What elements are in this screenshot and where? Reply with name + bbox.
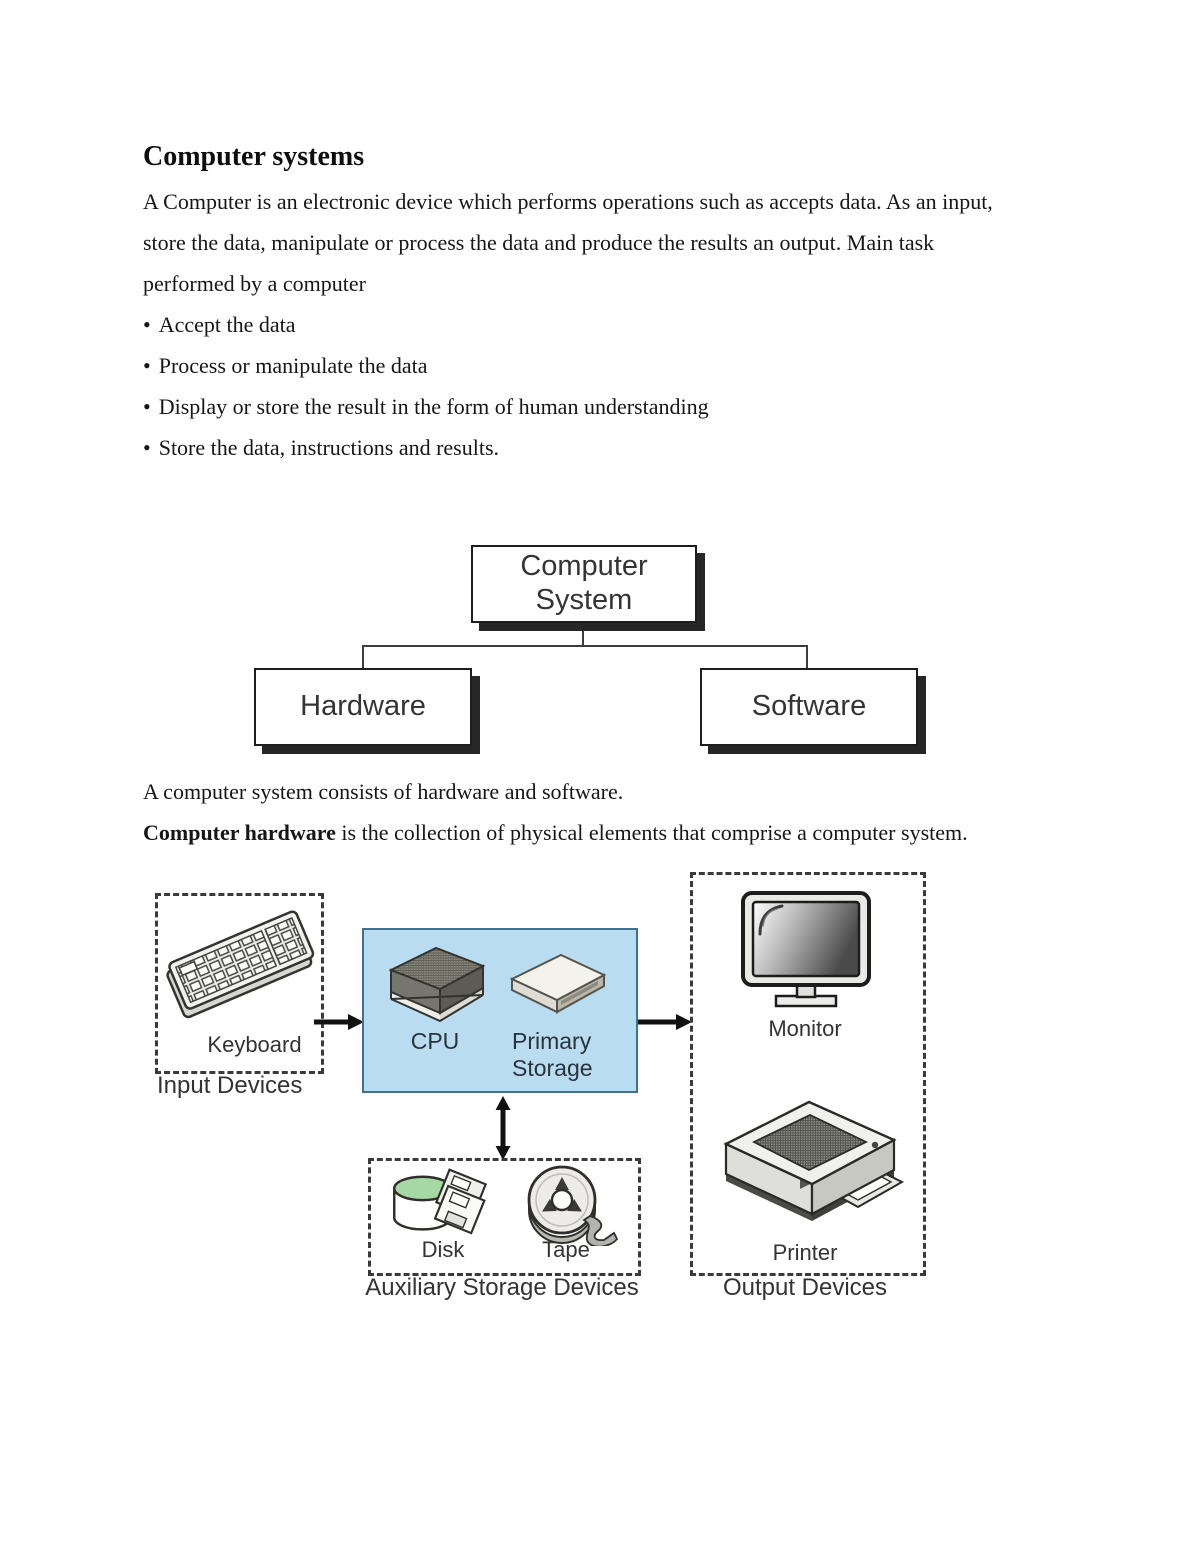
tape-label: Tape <box>542 1237 590 1262</box>
disk-icon <box>393 1168 488 1235</box>
tree-node-label: Hardware <box>300 690 426 723</box>
bullet-marker: • <box>143 394 151 419</box>
consists-line: A computer system consists of hardware a… <box>143 779 624 804</box>
arrow-cpu-to-output <box>638 1014 692 1030</box>
hardware-definition-term: Computer hardware <box>143 820 336 845</box>
bullet-item: • Display or store the result in the form… <box>143 386 1083 427</box>
tree-node-computer-system: Computer System <box>471 545 697 623</box>
keyboard-label: Keyboard <box>207 1032 302 1057</box>
arrow-cpu-auxiliary-bidirectional <box>495 1096 511 1160</box>
hardware-definition-section: A computer system consists of hardware a… <box>143 771 1103 853</box>
monitor-label: Monitor <box>768 1016 842 1041</box>
arrow-input-to-cpu <box>314 1014 364 1030</box>
tree-node-software: Software <box>700 668 918 746</box>
cpu-primary-storage-box <box>362 928 638 1093</box>
keyboard-icon <box>166 910 315 1019</box>
printer-icon <box>723 1100 904 1221</box>
tree-node-hardware: Hardware <box>254 668 472 746</box>
input-devices-label: Input Devices <box>157 1072 303 1099</box>
bullet-item: • Accept the data <box>143 304 1083 345</box>
output-devices-box <box>690 872 926 1276</box>
bullet-marker: • <box>143 312 151 337</box>
intro-line: store the data, manipulate or process th… <box>143 230 935 255</box>
hardware-definition-rest: is the collection of physical elements t… <box>335 820 968 845</box>
tape-icon <box>527 1165 619 1246</box>
bullet-text: Process or manipulate the data <box>158 353 428 378</box>
bullet-marker: • <box>143 435 151 460</box>
tree-connector-right <box>806 645 808 669</box>
output-devices-label: Output Devices <box>722 1274 888 1301</box>
cpu-label: CPU <box>410 1028 460 1054</box>
bullet-text: Accept the data <box>158 312 296 337</box>
intro-section: Computer systems A Computer is an electr… <box>143 141 1083 468</box>
bullet-text: Store the data, instructions and results… <box>158 435 500 460</box>
primary-storage-chip-icon <box>509 953 607 1014</box>
auxiliary-storage-box <box>368 1158 641 1276</box>
auxiliary-storage-devices-label: Auxiliary Storage Devices <box>365 1274 639 1301</box>
disk-label: Disk <box>421 1237 465 1262</box>
bullet-text: Display or store the result in the form … <box>158 394 709 419</box>
bullet-marker: • <box>143 353 151 378</box>
tree-connector-horizontal <box>362 645 808 647</box>
tree-node-label: Computer System <box>520 550 648 616</box>
tree-node-label: Software <box>751 690 867 723</box>
intro-line: A Computer is an electronic device which… <box>143 189 993 214</box>
hardware-definition-line: Computer hardware is the collection of p… <box>143 812 1103 853</box>
intro-line: performed by a computer <box>143 271 366 296</box>
monitor-icon <box>741 891 871 1008</box>
page-title: Computer systems <box>143 141 365 172</box>
bullet-item: • Store the data, instructions and result… <box>143 427 1083 468</box>
bullet-item: • Process or manipulate the data <box>143 345 1083 386</box>
printer-label: Printer <box>772 1240 838 1265</box>
tree-connector-left <box>362 645 364 669</box>
tree-connector-root <box>582 619 584 647</box>
cpu-chip-icon <box>388 946 486 1023</box>
primary-storage-label: Primary Storage <box>512 1028 593 1081</box>
input-devices-box <box>155 893 324 1074</box>
